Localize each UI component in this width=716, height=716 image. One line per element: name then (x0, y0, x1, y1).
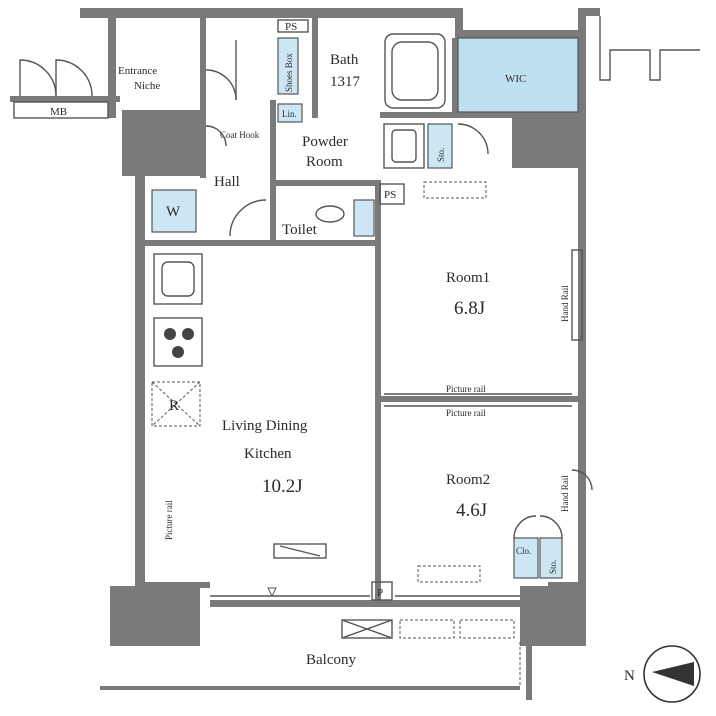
wic-area (457, 37, 579, 113)
toilet-bowl (315, 205, 345, 223)
ldk-window-mark (267, 587, 277, 598)
entrance-label: Entrance (118, 65, 157, 77)
room2-storage (539, 537, 563, 579)
ps-mid-box (379, 183, 405, 205)
bath-label: Bath (330, 52, 359, 68)
powder-storage (427, 123, 453, 169)
coat-label: Coat Hook (220, 130, 260, 140)
floor-heating-panel (273, 543, 327, 559)
powder-label: Powder (302, 134, 348, 150)
ldk-label-line2: Kitchen (244, 446, 292, 462)
sink (161, 261, 195, 297)
vanity-basin (391, 129, 417, 163)
room2-closet (513, 537, 539, 579)
compass-north-label: N (624, 668, 635, 684)
closet-door-arc-right (539, 515, 563, 539)
hall-label: Hall (214, 174, 240, 190)
wic-label: WIC (505, 73, 526, 85)
meter-box (13, 101, 109, 119)
ldk-label-line1: Living Dining (222, 418, 308, 434)
washer-label: W (166, 204, 181, 220)
ps-top-label: PS (285, 21, 297, 33)
closet-door-arc (205, 69, 237, 101)
room1-picture-rail: Picture rail (446, 384, 486, 394)
ps-balcony-label: P (377, 587, 383, 599)
room1-size: 6.8J (454, 298, 485, 319)
powder-storage-label: Sto. (436, 148, 446, 162)
outdoor-units (341, 619, 515, 639)
toilet-label: Toilet (282, 222, 318, 238)
ps-balcony-box (371, 581, 393, 601)
room2-ceiling-hatch (417, 565, 481, 583)
washer-pan (151, 189, 197, 233)
powder-door-arc (457, 123, 489, 155)
bath-size: 1317 (330, 74, 361, 90)
bathtub-inner (391, 41, 439, 101)
fridge-space (151, 381, 201, 427)
niche-label: Niche (134, 80, 160, 92)
closet-door-arc-left (513, 515, 537, 539)
ceiling-hatch (423, 181, 487, 199)
floor-heating-mark (279, 545, 321, 557)
ps-top-box (277, 19, 309, 33)
toilet-door-arc (229, 199, 267, 237)
shoes-box-label: Shoes Box (284, 53, 294, 92)
room2-window-arc (571, 469, 593, 491)
vanity (383, 123, 425, 169)
toilet-tank (353, 199, 375, 237)
bathtub (384, 33, 446, 109)
room2-size: 4.6J (456, 500, 487, 521)
room1-hand-rail: Hand Rail (560, 285, 570, 322)
linen-label: Lin. (282, 109, 297, 119)
room2-storage-label: Sto. (548, 560, 558, 574)
powder-room-label: Room (306, 154, 343, 170)
ldk-size: 10.2J (262, 476, 303, 497)
room1-window (571, 249, 583, 341)
ps-mid-label: PS (384, 189, 396, 201)
shoes-box (277, 37, 299, 95)
room2-picture-rail: Picture rail (446, 408, 486, 418)
fridge-diag-2 (151, 381, 201, 427)
compass-icon (643, 645, 701, 703)
room2-label: Room2 (446, 472, 490, 488)
mb-label: MB (50, 106, 67, 118)
stove-burners (164, 328, 194, 358)
stove (153, 317, 203, 367)
room2-hand-rail: Hand Rail (560, 475, 570, 512)
entrance-door (19, 59, 93, 97)
coat-hook-arc (205, 125, 227, 147)
closet-label: Clo. (516, 546, 531, 556)
balcony-label: Balcony (306, 652, 356, 668)
ldk-picture-rail: Picture rail (164, 500, 174, 540)
exterior-stub (599, 16, 700, 81)
fridge-label: R (169, 398, 179, 414)
room1-label: Room1 (446, 270, 490, 286)
linen-cupboard (277, 103, 303, 123)
sink-counter (153, 253, 203, 305)
